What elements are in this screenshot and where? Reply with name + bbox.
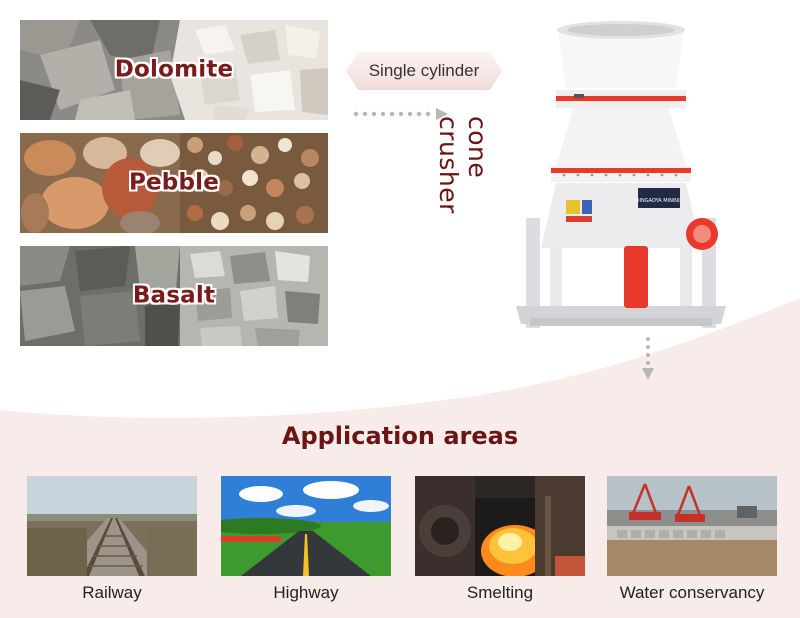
brand-plate: XINGAOYA MINING (636, 198, 682, 204)
railway-photo (27, 476, 197, 576)
application-label-smelting: Smelting (466, 583, 534, 602)
smelting-photo (415, 476, 585, 576)
tag-shape (346, 52, 502, 90)
product-title: cone crusher (434, 116, 492, 214)
dotted-arrow-down (642, 337, 654, 380)
water-conservancy-photo (607, 476, 777, 576)
basalt-photo (20, 246, 328, 346)
application-label-highway: Highway (273, 583, 339, 602)
rock-label-dolomite: Dolomite (114, 56, 234, 83)
application-card-highway (221, 476, 391, 576)
rock-tile-basalt: Basalt (20, 246, 328, 346)
dolomite-photo (20, 20, 328, 120)
rock-label-basalt: Basalt (132, 282, 216, 309)
rock-tile-pebble: Pebble (20, 133, 328, 233)
application-label-railway: Railway (82, 583, 142, 602)
application-card-water-conservancy (607, 476, 777, 576)
pebble-photo (20, 133, 328, 233)
application-card-smelting (415, 476, 585, 576)
application-label-water-conservancy: Water conservancy (619, 583, 765, 602)
single-cylinder-tag: Single cylinder (346, 52, 502, 90)
rock-label-pebble: Pebble (128, 169, 220, 196)
rock-tile-dolomite: Dolomite (20, 20, 328, 120)
highway-photo (221, 476, 391, 576)
dotted-arrow-right (353, 108, 448, 120)
section-title: Application areas (281, 422, 519, 450)
cone-crusher-illustration: XINGAOYA MINING (516, 21, 726, 328)
tag-text: Single cylinder (368, 61, 480, 80)
application-card-railway (27, 476, 197, 576)
